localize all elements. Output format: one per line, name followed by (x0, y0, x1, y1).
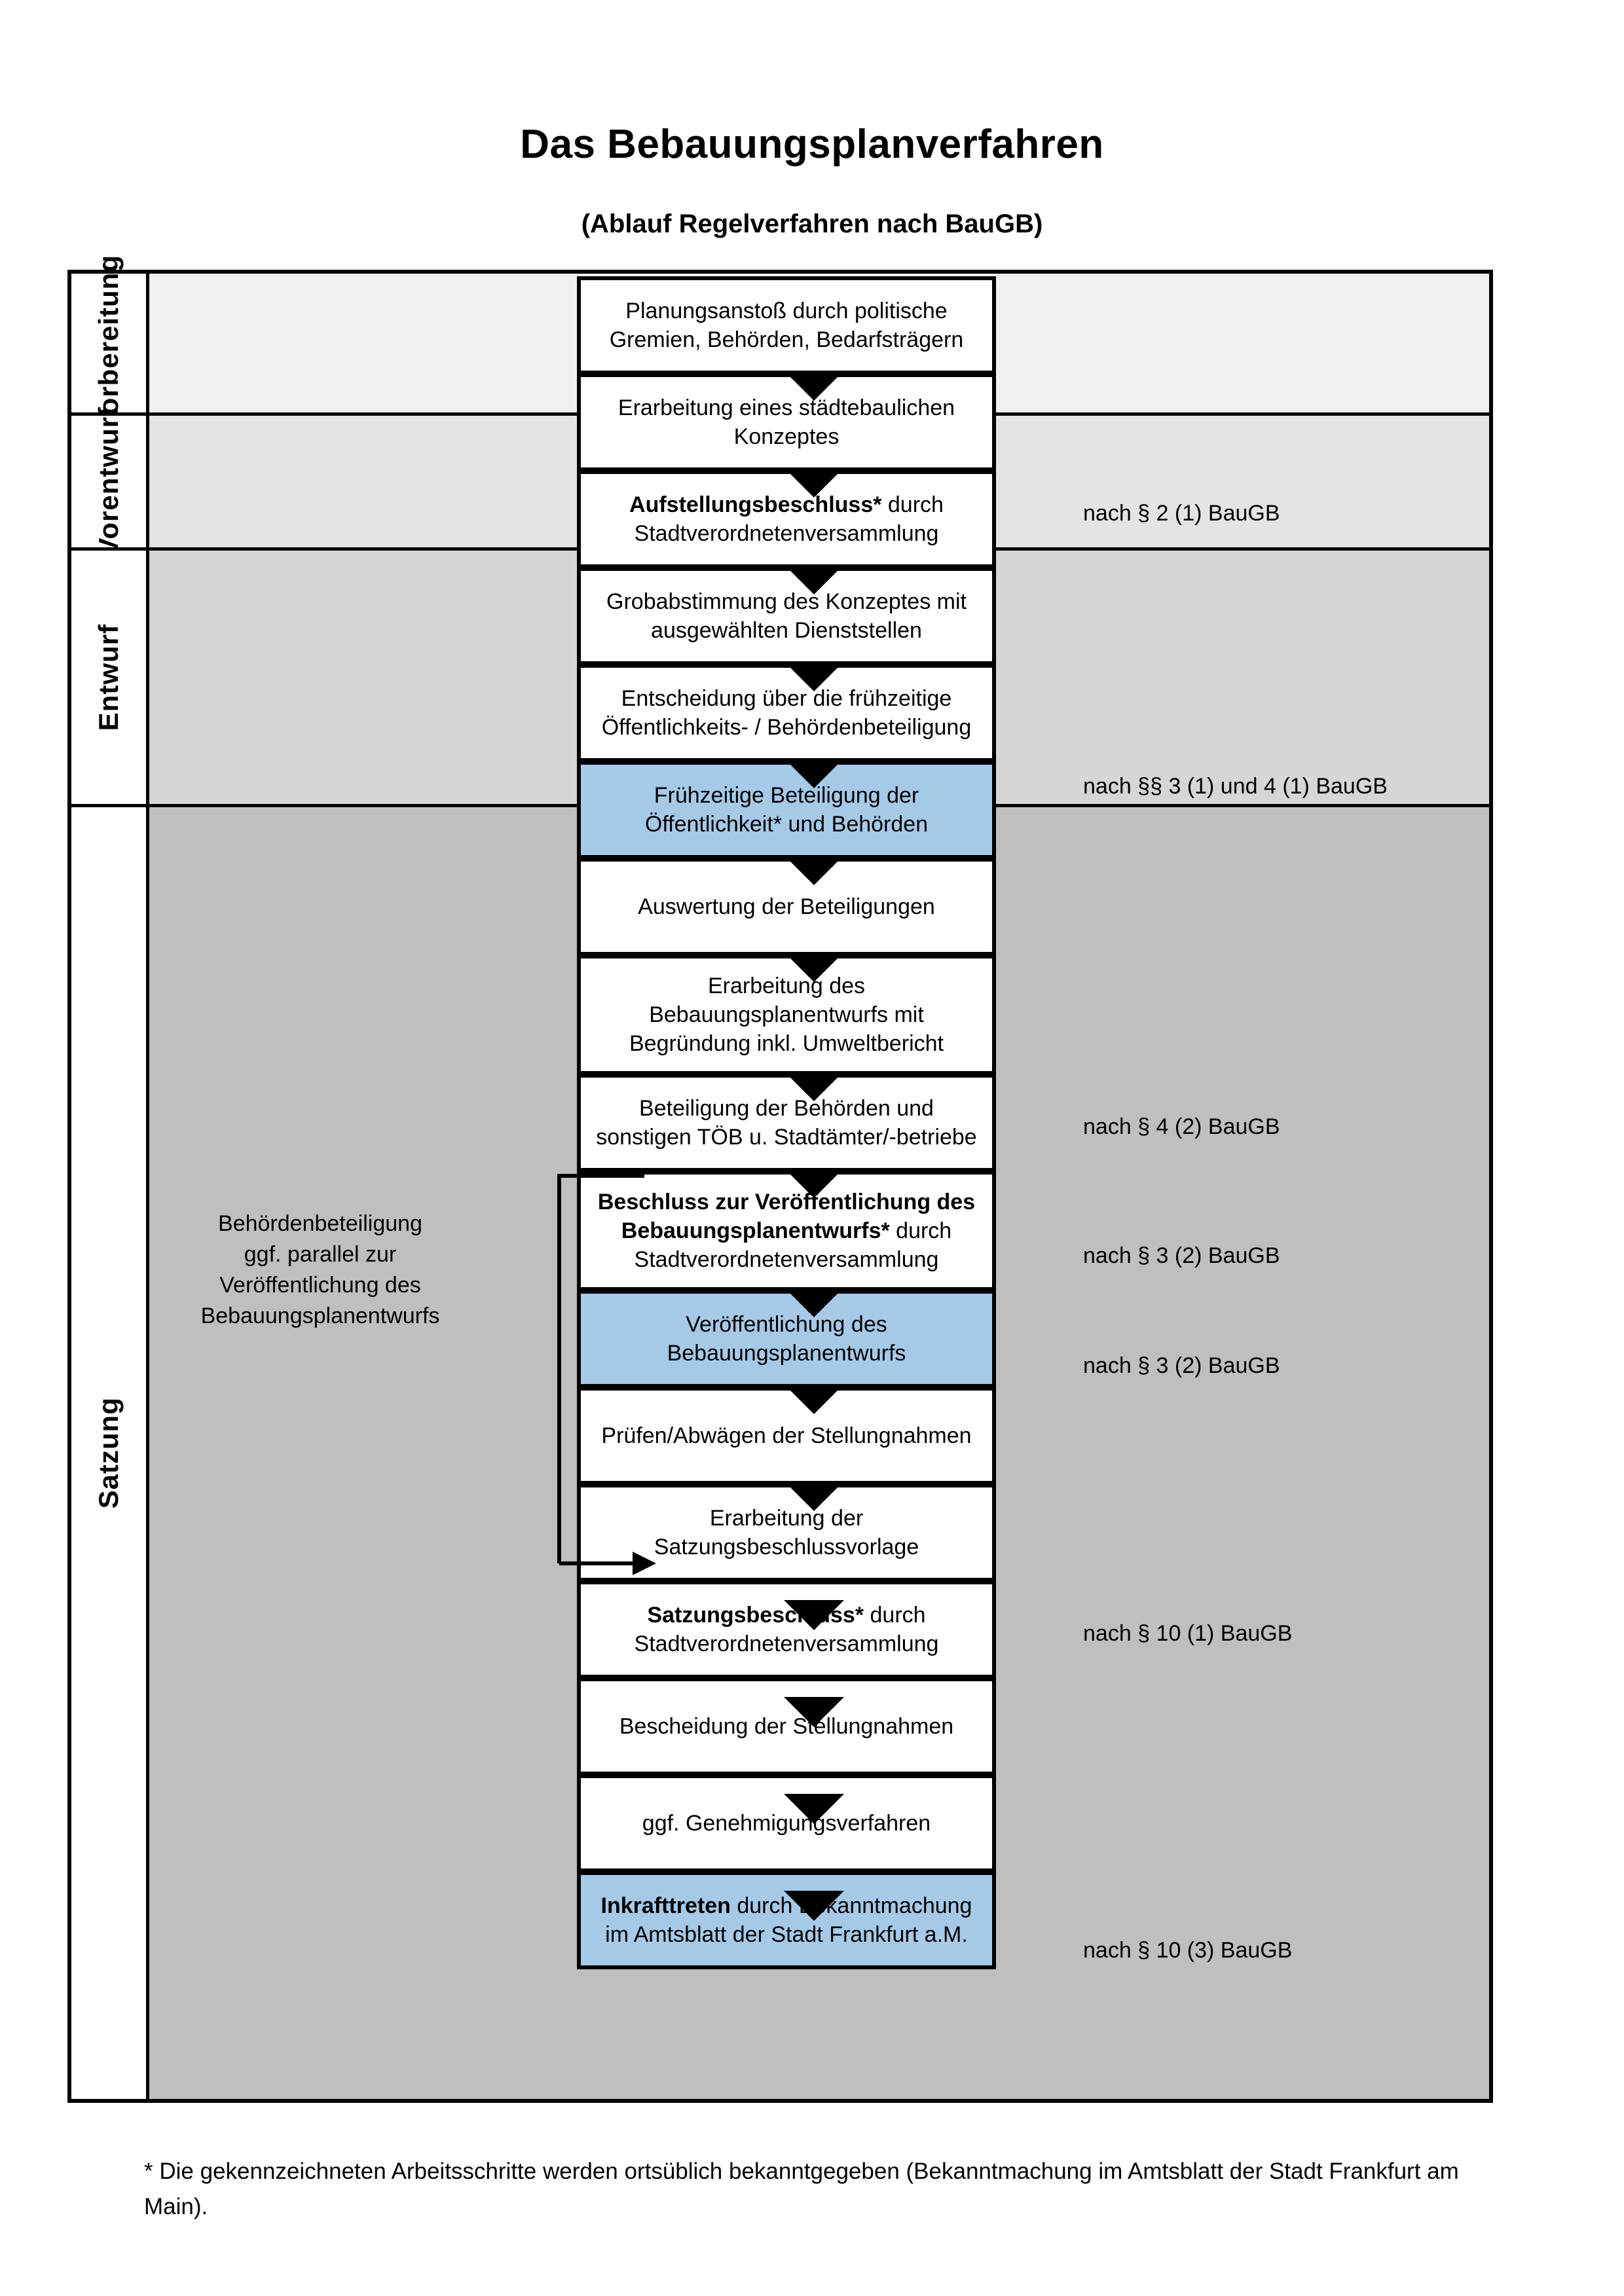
page-subtitle: (Ablauf Regelverfahren nach BauGB) (581, 210, 1043, 238)
step-rest: durch (864, 1602, 926, 1628)
flow-arrow-icon (784, 1481, 844, 1511)
band-label-vorentwurf: Vorentwurf (71, 407, 149, 556)
flow-arrow-icon (784, 1891, 844, 1921)
step-line: Bebauungsplanentwurfs* durch (598, 1216, 975, 1245)
step-bold: Bebauungsplanentwurfs* (621, 1218, 890, 1243)
band-label-satzung: Satzung (71, 807, 149, 2099)
step-line: Gremien, Behörden, Bedarfsträgern (609, 327, 964, 352)
step-line: Begründung inkl. Umweltbericht (629, 1031, 944, 1057)
legal-ref-1: nach § 2 (1) BauGB (1083, 501, 1280, 526)
step-line: Konzeptes (733, 424, 840, 449)
flow-step-box[interactable]: Planungsanstoß durch politische Gremien,… (577, 276, 996, 374)
band-label-entwurf: Entwurf (71, 551, 149, 804)
step-line: Stadtverordnetenversammlung (634, 1631, 939, 1656)
legal-ref-3: nach § 4 (2) BauGB (1083, 1114, 1280, 1139)
step-rest: durch (889, 1218, 952, 1243)
flow-arrow-icon (784, 952, 844, 982)
step-line: Satzungsbeschlussvorlage (654, 1535, 919, 1559)
flow-arrow-icon (784, 1287, 844, 1317)
step-line: Stadtverordnetenversammlung (634, 1247, 939, 1273)
step-line: ausgewählten Dienststellen (651, 618, 922, 643)
footnote: * Die gekennzeichneten Arbeitsschritte w… (144, 2159, 1459, 2220)
step-line: Bebauungsplanentwurfs mit (649, 1002, 924, 1027)
legal-ref-7: nach § 10 (3) BauGB (1083, 1938, 1293, 1963)
step-line: Inkrafttreten durch Bekanntmachung (601, 1891, 972, 1920)
step-line: sonstigen TÖB u. Stadtämter/-betriebe (596, 1125, 977, 1150)
band-label-text: Vorbereitung (93, 254, 124, 432)
diagram-frame: Vorbereitung Vorentwurf Entwurf Satzung (67, 255, 1493, 2103)
step-line: Öffentlichkeit* und Behörden (644, 812, 929, 837)
flow-arrow-icon (784, 371, 844, 401)
step-rest: durch (881, 492, 944, 517)
flow-arrow-icon (784, 661, 844, 691)
step-line: Auswertung der Beteiligungen (638, 894, 935, 919)
flow-arrow-icon (784, 1168, 844, 1198)
step-bold: Inkrafttreten (600, 1893, 731, 1918)
side-note-behoerdenbeteiligung: Behördenbeteiligung ggf. parallel zur Ve… (200, 1211, 440, 1328)
flow-arrow-icon (784, 1600, 844, 1630)
flow-arrow-icon (784, 1384, 844, 1414)
step-rest: durch Bekanntmachung (730, 1893, 972, 1918)
flow-arrow-icon (784, 1697, 844, 1727)
legal-ref-4: nach § 3 (2) BauGB (1083, 1243, 1280, 1268)
step-line: im Amtsblatt der Stadt Frankfurt a.M. (605, 1922, 968, 1947)
step-line: Bebauungsplanentwurfs (667, 1341, 906, 1366)
legal-ref-2: nach §§ 3 (1) und 4 (1) BauGB (1083, 774, 1388, 799)
step-line: Öffentlichkeits- / Behördenbeteiligung (601, 715, 972, 740)
flow-arrow-icon (784, 758, 844, 788)
parallel-branch-connector (557, 1174, 656, 1575)
band-label-text: Entwurf (93, 623, 124, 731)
band-label-text: Vorentwurf (93, 407, 124, 556)
step-line: Prüfen/Abwägen der Stellungnahmen (601, 1423, 972, 1448)
flow-arrow-icon (784, 855, 844, 885)
flow-arrow-icon (784, 467, 844, 498)
band-label-text: Satzung (93, 1397, 124, 1509)
step-line: Stadtverordnetenversammlung (634, 521, 939, 546)
flow-arrow-icon (784, 1071, 844, 1101)
legal-ref-6: nach § 10 (1) BauGB (1083, 1621, 1293, 1646)
flow-step-box[interactable]: ggf. Genehmigungsverfahren (577, 1774, 996, 1872)
legal-ref-5: nach § 3 (2) BauGB (1083, 1353, 1280, 1378)
flow-arrow-icon (784, 1794, 844, 1824)
page-title: Das Bebauungsplanverfahren (520, 122, 1104, 167)
band-label-vorbereitung: Vorbereitung (71, 255, 149, 431)
step-line: Planungsanstoß durch politische (625, 298, 948, 323)
flow-arrow-icon (784, 564, 844, 594)
